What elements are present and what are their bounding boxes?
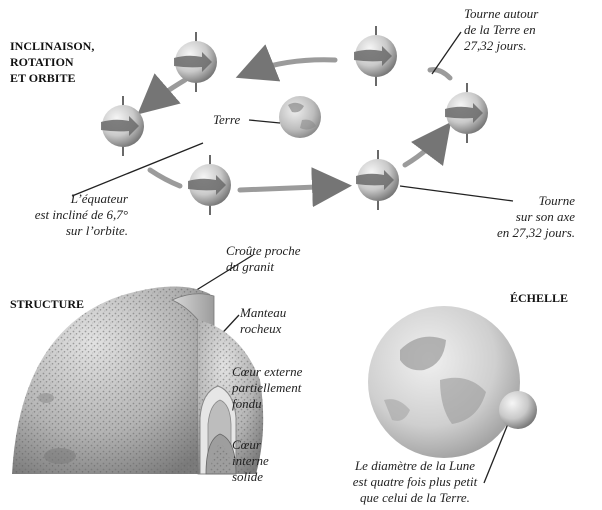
label-axis-rotation-line-1: Tourne <box>460 193 575 209</box>
heading-orbit-line-1: INCLINAISON, <box>10 38 94 54</box>
label-axis-rotation-line-3: en 27,32 jours. <box>460 225 575 241</box>
label-crust-line-1: Croûte proche <box>226 243 301 259</box>
label-orbit-period-line-3: 27,32 jours. <box>464 38 538 54</box>
label-equator-line-1: L’équateur <box>8 191 128 207</box>
moon-phase-5 <box>188 155 231 215</box>
label-mantle-line-2: rocheux <box>240 321 286 337</box>
label-mantle-line-1: Manteau <box>240 305 286 321</box>
label-scale-note-line-3: que celui de la Terre. <box>334 490 496 506</box>
label-axis-rotation-line-2: sur son axe <box>460 209 575 225</box>
label-outer-core-line-2: partiellement <box>232 380 302 396</box>
moon-phase-6 <box>356 150 399 210</box>
moon-phase-4 <box>445 83 488 143</box>
label-equator-line-2: est incliné de 6,7° <box>8 207 128 223</box>
label-outer-core-line-1: Cœur externe <box>232 364 302 380</box>
label-axis-rotation: Tourne sur son axe en 27,32 jours. <box>460 193 575 241</box>
label-outer-core-line-3: fondu <box>232 396 302 412</box>
label-orbit-period: Tourne autour de la Terre en 27,32 jours… <box>464 6 538 54</box>
heading-orbit-line-2: ROTATION <box>10 54 94 70</box>
label-outer-core: Cœur externe partiellement fondu <box>232 364 302 412</box>
label-equator-line-3: sur l’orbite. <box>8 223 128 239</box>
label-inner-core-line-3: solide <box>232 469 269 485</box>
heading-structure: STRUCTURE <box>10 296 84 312</box>
label-orbit-period-line-2: de la Terre en <box>464 22 538 38</box>
label-equator: L’équateur est incliné de 6,7° sur l’orb… <box>8 191 128 239</box>
heading-orbit: INCLINAISON, ROTATION ET ORBITE <box>10 38 94 86</box>
label-scale-note: Le diamètre de la Lune est quatre fois p… <box>334 458 496 506</box>
scale-moon-icon <box>499 391 537 429</box>
earth-globe-icon <box>279 96 321 138</box>
label-inner-core: Cœur interne solide <box>232 437 269 485</box>
scale-earth-icon <box>368 306 520 458</box>
label-earth: Terre <box>213 112 240 128</box>
moon-phase-3 <box>101 96 144 156</box>
moon-phase-2 <box>354 26 397 86</box>
label-orbit-period-line-1: Tourne autour <box>464 6 538 22</box>
moon-cutaway-icon <box>12 286 263 474</box>
label-inner-core-line-2: interne <box>232 453 269 469</box>
label-mantle: Manteau rocheux <box>240 305 286 337</box>
label-inner-core-line-1: Cœur <box>232 437 269 453</box>
heading-scale: ÉCHELLE <box>510 290 568 306</box>
label-crust: Croûte proche du granit <box>226 243 301 275</box>
label-scale-note-line-2: est quatre fois plus petit <box>334 474 496 490</box>
label-scale-note-line-1: Le diamètre de la Lune <box>334 458 496 474</box>
label-crust-line-2: du granit <box>226 259 301 275</box>
heading-orbit-line-3: ET ORBITE <box>10 70 94 86</box>
